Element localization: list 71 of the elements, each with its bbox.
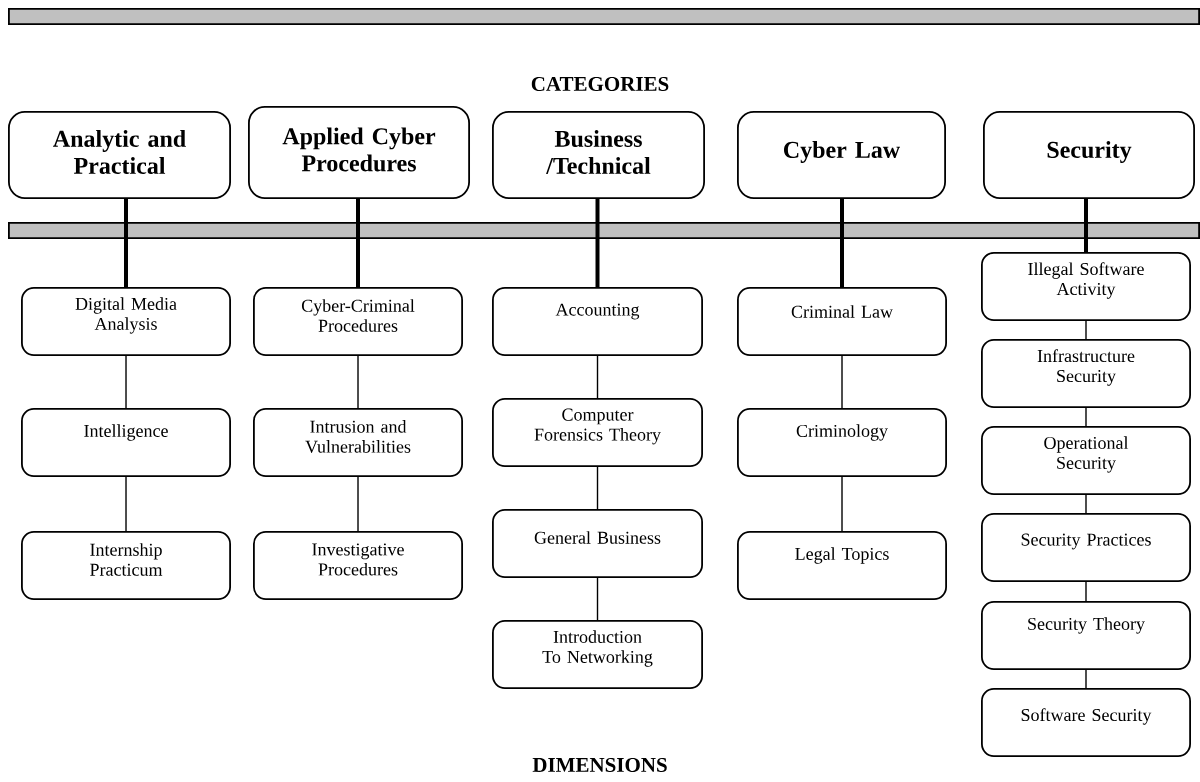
node-label: Investigative Procedures [312, 543, 404, 576]
node-label: Software Security [1021, 708, 1152, 725]
node-label: Introduction To Networking [542, 630, 653, 667]
node-label: General Business [534, 531, 661, 544]
subcategory-box [981, 252, 1191, 321]
heading: CATEGORIES [531, 76, 669, 92]
subcategory-box [981, 601, 1191, 670]
node-label: Analytic and Practical [53, 130, 186, 174]
subcategory-box [492, 509, 703, 578]
category-box [248, 106, 470, 199]
subcategory-box [492, 398, 703, 467]
node-label: Cyber-Criminal Procedures [301, 299, 415, 332]
node-label: Security [1047, 141, 1132, 163]
node-label: Digital Media Analysis [75, 297, 177, 334]
node-label: Illegal Software Activity [1028, 262, 1144, 299]
connector-line [841, 476, 843, 532]
connector-line [841, 355, 843, 409]
connector-line [596, 466, 599, 510]
connector-line [125, 476, 127, 532]
subcategory-box [981, 513, 1191, 582]
subcategory-box [492, 620, 703, 689]
connector-line [357, 355, 359, 409]
category-box [983, 111, 1195, 199]
divider-bar [8, 8, 1200, 25]
node-label: Internship Practicum [90, 543, 163, 576]
node-label: Business /Technical [546, 130, 651, 174]
subcategory-box [253, 531, 463, 600]
connector-line [1085, 669, 1087, 689]
node-label: Operational Security [1044, 436, 1129, 473]
node-label: Intrusion and Vulnerabilities [305, 420, 411, 453]
connector-line [1085, 494, 1087, 514]
node-label: Infrastructure Security [1037, 349, 1135, 386]
subcategory-box [981, 426, 1191, 495]
connector-line [125, 355, 127, 409]
connector-line [596, 355, 599, 399]
connector-line [840, 199, 844, 287]
subcategory-box [253, 287, 463, 356]
connector-line [1085, 407, 1087, 427]
connector-line [1085, 581, 1087, 602]
subcategory-box [737, 287, 947, 356]
connector-line [596, 577, 599, 621]
category-box [492, 111, 705, 199]
divider-bar [8, 222, 1200, 239]
connector-line [357, 476, 359, 532]
category-box [737, 111, 946, 199]
connector-line [356, 199, 360, 287]
node-label: Intelligence [84, 424, 168, 441]
subcategory-box [981, 339, 1191, 408]
node-label: Computer Forensics Theory [534, 408, 661, 445]
category-box [8, 111, 231, 199]
node-label: Applied Cyber Procedures [282, 127, 436, 172]
connector-line [1084, 199, 1088, 252]
node-label: Accounting [555, 303, 640, 320]
node-label: Security Practices [1021, 533, 1151, 550]
node-label: Legal Topics [795, 547, 889, 564]
connector-line [1085, 320, 1087, 340]
subcategory-box [737, 408, 947, 477]
connector-line [595, 199, 600, 287]
node-label: Security Theory [1028, 617, 1145, 634]
node-label: Cyber Law [784, 141, 901, 163]
subcategory-box [492, 287, 703, 356]
connector-line [124, 199, 128, 287]
subcategory-box [981, 688, 1191, 757]
node-label: Criminology [796, 424, 888, 441]
subcategory-box [21, 287, 231, 356]
node-label: Criminal Law [791, 305, 893, 318]
subcategory-box [737, 531, 947, 600]
heading: DIMENSIONS [532, 757, 667, 773]
subcategory-box [253, 408, 463, 477]
subcategory-box [21, 531, 231, 600]
subcategory-box [21, 408, 231, 477]
